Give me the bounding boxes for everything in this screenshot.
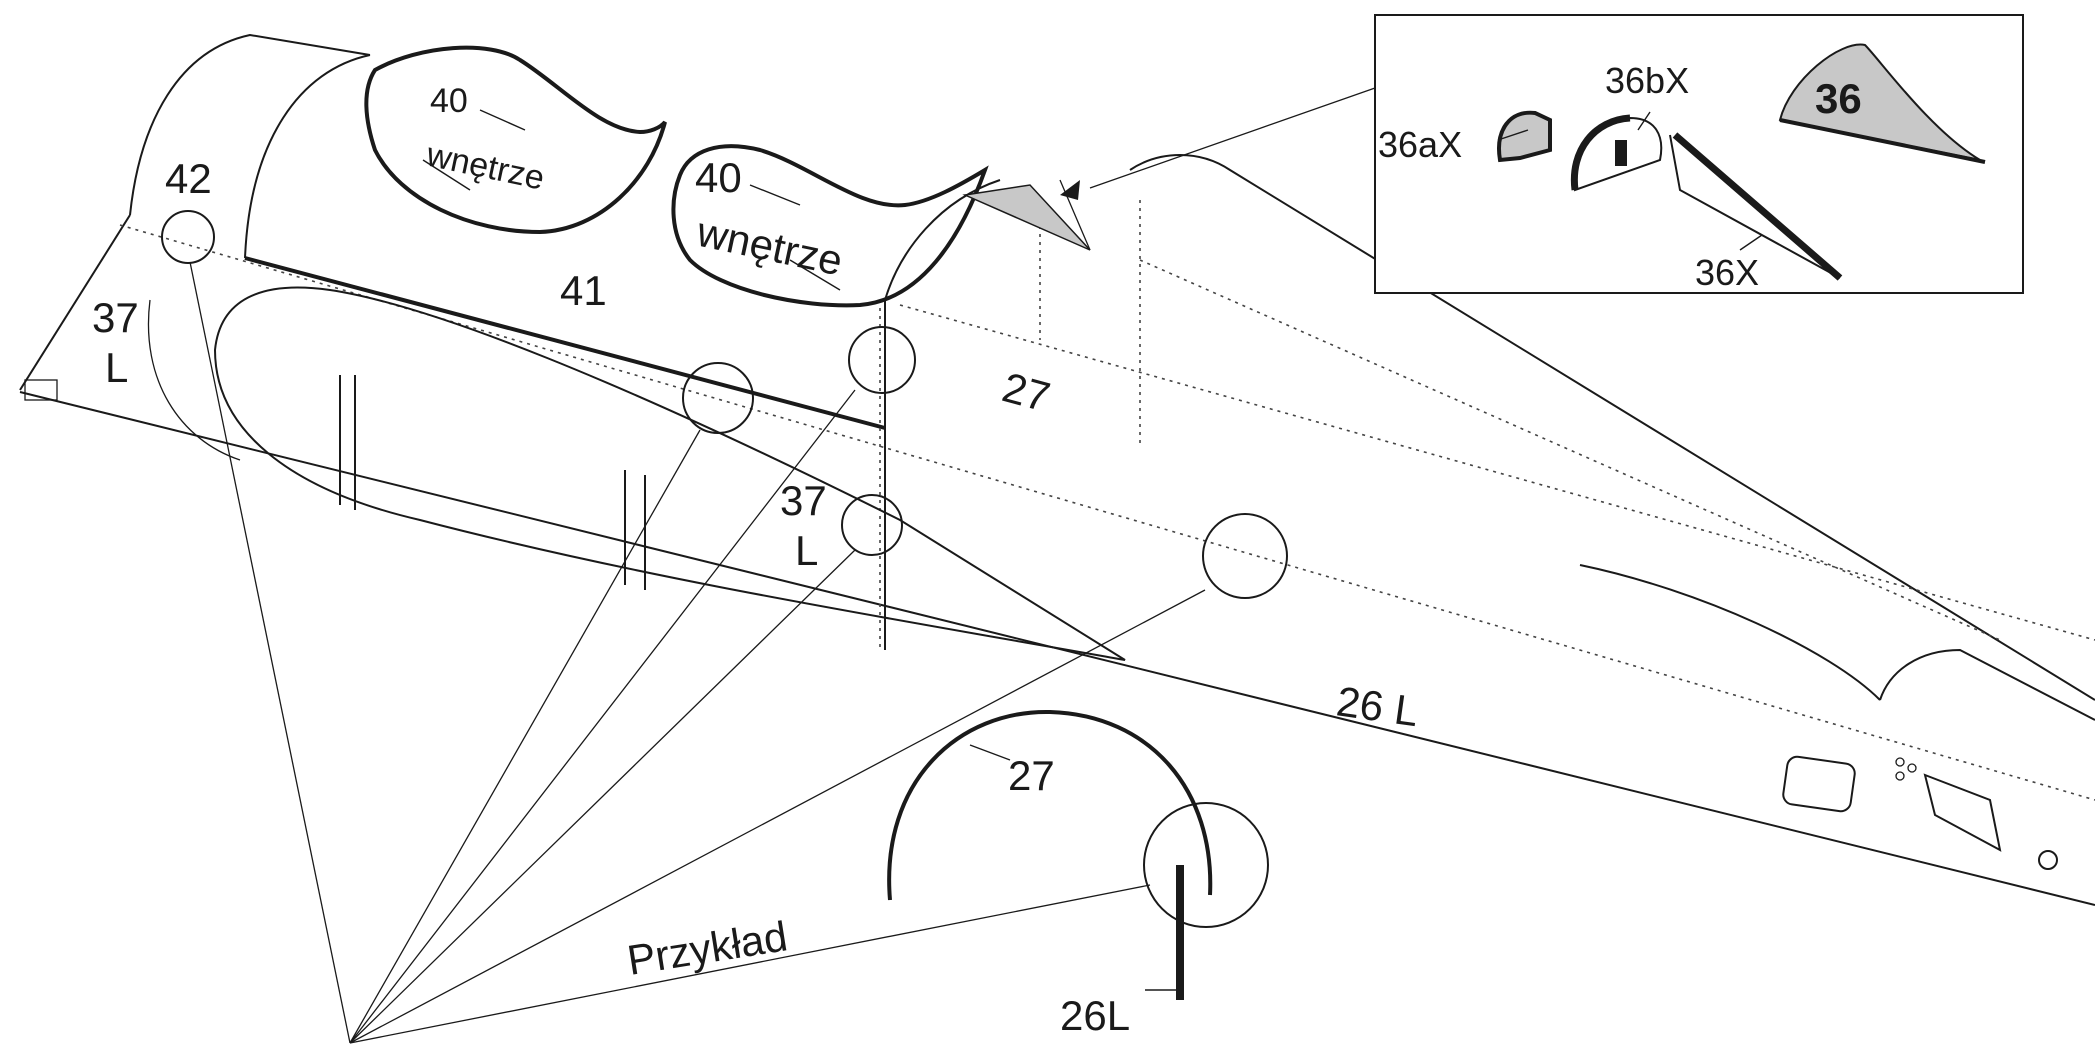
leader-wnetrze-a: [422, 159, 471, 191]
label-27-main: 27: [998, 363, 1055, 420]
label-40-front: 40: [430, 82, 468, 120]
leader-wnetrze-b: [789, 259, 841, 291]
leader-40a: [479, 109, 526, 131]
leader-detail-27: [969, 744, 1011, 761]
label-przyklad: Przykład: [624, 912, 790, 984]
label-37-mid-l: L: [795, 527, 818, 574]
leader-1: [189, 261, 351, 1044]
label-wnetrze-front: wnętrze: [422, 135, 547, 197]
part-36bx-slot: [1615, 140, 1627, 166]
part-42-outline: [129, 33, 371, 216]
label-36bx: 36bX: [1605, 60, 1689, 101]
label-26l-main: 26 L: [1334, 677, 1421, 735]
callout-circle-4: [841, 494, 903, 556]
label-27-detail: 27: [1008, 752, 1055, 799]
callout-circle-5: [1202, 513, 1288, 599]
label-41: 41: [560, 267, 607, 314]
part-41-lower-edge: [244, 256, 886, 430]
label-36ax: 36aX: [1378, 124, 1462, 165]
headrest-shaded-area: [962, 184, 1091, 251]
leader-36ax: [1497, 129, 1529, 141]
nose-lower-edge: [19, 214, 131, 391]
fuselage-outline: [19, 33, 2095, 906]
label-37-mid: 37: [780, 477, 827, 524]
rivet-c: [1895, 771, 1905, 781]
dotted-line-27: [899, 304, 2095, 641]
label-wnetrze-rear: wnętrze: [692, 208, 847, 285]
detail-part-27: [887, 709, 1213, 901]
part-36x-strip: [1672, 132, 1843, 281]
part-37l-left-arc: [147, 299, 241, 461]
dotted-line-lower: [1139, 259, 2001, 641]
label-37-left-l: L: [105, 344, 128, 391]
labels: 42 40 wnętrze 40 wnętrze 41 37 L 27 37 L…: [92, 82, 1421, 1039]
tail-fillet: [1579, 564, 1881, 701]
part-36x-thin: [1669, 134, 1841, 279]
leader-3: [349, 389, 856, 1044]
label-leaders: [422, 109, 841, 291]
part-36-base: [1779, 118, 1986, 164]
leader-5: [349, 589, 1206, 1044]
rivet-b: [1907, 763, 1917, 773]
callout-circle-2: [682, 362, 754, 434]
wing-root-opening: [213, 286, 1126, 661]
label-40-rear: 40: [695, 154, 742, 201]
callout-circle-1: [161, 210, 215, 264]
part-36bx-edge: [1570, 114, 1631, 191]
inset-panel: 36aX 36bX 36 36X: [1060, 14, 2024, 294]
nose-tab: [24, 379, 58, 401]
label-36: 36: [1815, 75, 1862, 122]
label-37-left: 37: [92, 294, 139, 341]
callouts: [161, 210, 1288, 1044]
inset-pointer-line: [1089, 87, 1376, 189]
leader-4: [349, 549, 856, 1044]
leader-6: [349, 884, 1151, 1044]
label-42: 42: [165, 155, 212, 202]
leader-2: [349, 429, 701, 1044]
callout-circle-3: [848, 326, 916, 394]
leader-36x: [1739, 234, 1763, 251]
tail-cone: [1879, 648, 2095, 721]
part-36-shape: [1778, 43, 1981, 161]
tail-hole: [2038, 850, 2058, 870]
inset-pointer-arrow: [1060, 180, 1080, 200]
tail-panel: [1923, 773, 2002, 852]
leader-40b: [749, 184, 801, 206]
part-41-front-frame: [244, 54, 371, 259]
part-36ax-shape: [1497, 110, 1552, 163]
leader-36bx: [1637, 111, 1651, 131]
label-36x: 36X: [1695, 252, 1759, 293]
detail-example: [887, 709, 1213, 1000]
detail-circle: [1143, 802, 1269, 928]
rivet-a: [1895, 757, 1905, 767]
access-hatch: [1782, 755, 1856, 813]
label-26l-detail: 26L: [1060, 992, 1130, 1039]
cockpit-opening-front: [364, 45, 667, 235]
dotted-line-upper: [119, 224, 2095, 801]
